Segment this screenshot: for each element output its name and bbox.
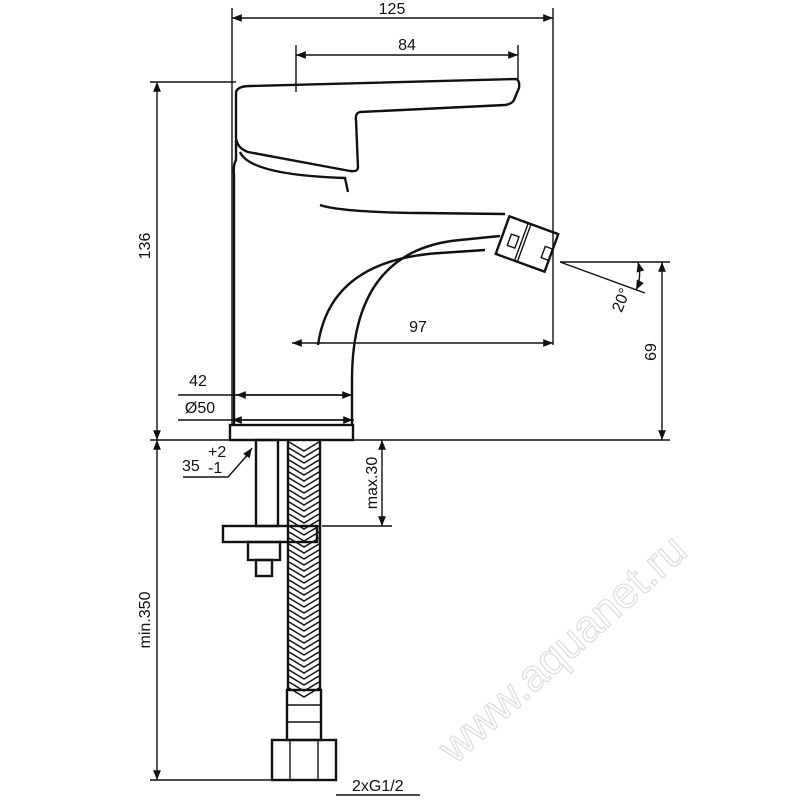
braided-hose bbox=[286, 440, 322, 698]
dim-spout-angle: 20° bbox=[609, 286, 634, 315]
dim-spout-height: 69 bbox=[643, 343, 660, 361]
threaded-shank bbox=[254, 438, 280, 528]
spout-nozzle bbox=[494, 214, 560, 274]
dim-body-width: 42 bbox=[189, 373, 207, 390]
dim-lever-length: 84 bbox=[398, 37, 416, 54]
spout-outer bbox=[350, 234, 501, 425]
faucet-outline bbox=[221, 77, 560, 782]
dim-overall-width: 125 bbox=[379, 1, 406, 18]
dim-base-diameter: Ø50 bbox=[185, 400, 215, 417]
dim-spout-reach: 97 bbox=[409, 319, 427, 336]
lever-handle bbox=[234, 77, 521, 173]
base-plate bbox=[228, 423, 355, 442]
watermark: www.aquanet.ru bbox=[428, 525, 696, 773]
hex-connection-nut bbox=[270, 738, 338, 782]
fixing-stud bbox=[254, 558, 274, 578]
dim-overall-height: 136 bbox=[137, 233, 154, 260]
dim-hole-tol-minus: -1 bbox=[208, 460, 222, 477]
dim-max-deck-thickness: max.30 bbox=[364, 457, 381, 510]
spout-inner bbox=[316, 248, 486, 346]
dim-hole-diameter: 35 bbox=[182, 458, 200, 475]
body-top bbox=[238, 151, 350, 193]
spout-top bbox=[319, 203, 506, 216]
dimension-labels: 125 84 136 69 20° 97 42 Ø50 35 +2 -1 max… bbox=[137, 1, 660, 795]
dim-connection: 2xG1/2 bbox=[352, 778, 404, 795]
dim-min-hose-length: min.350 bbox=[137, 591, 154, 648]
body-left bbox=[232, 140, 238, 425]
dim-hole-tol-plus: +2 bbox=[208, 444, 226, 461]
fixing-nut bbox=[246, 540, 282, 562]
dimension-lines bbox=[150, 8, 670, 796]
